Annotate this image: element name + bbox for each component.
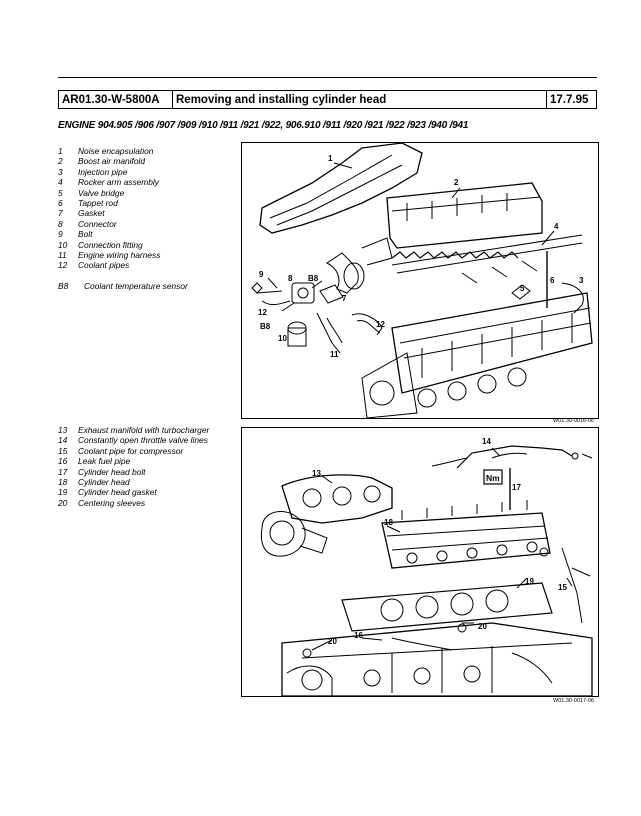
callout-7: 7 (342, 294, 347, 303)
boost-air-manifold-shape (386, 182, 543, 249)
noise-encapsulation-shape (259, 143, 423, 234)
callout-17: 17 (512, 483, 521, 492)
figure-exploded-lower: 13 14 15 16 17 18 19 20 20 Nm (241, 427, 599, 697)
callout-16: 16 (354, 631, 363, 640)
callout-15: 15 (558, 583, 567, 592)
figure-2-drawing: 13 14 15 16 17 18 19 20 20 Nm (260, 437, 593, 696)
document-title: Removing and installing cylinder head (173, 91, 547, 108)
exhaust-manifold-shape (281, 474, 393, 524)
callout-4: 4 (554, 222, 559, 231)
callout-9: 9 (259, 270, 264, 279)
cylinder-head-shape (381, 512, 551, 569)
figure-exploded-upper: 1 2 3 4 5 6 7 8 9 10 11 12 12 B8 B8 (241, 142, 599, 419)
callout-10: 10 (278, 334, 287, 343)
engine-block-base-shape (281, 622, 593, 696)
callout-3: 3 (579, 276, 584, 285)
callout-8: 8 (288, 274, 293, 283)
callout-b8a: B8 (308, 274, 319, 283)
document-date: 17.7.95 (550, 93, 589, 106)
throttle-lines-shape (456, 445, 573, 469)
callout-12b: 12 (376, 320, 385, 329)
document-header: AR01.30-W-5800A Removing and installing … (58, 90, 597, 109)
callout-12a: 12 (258, 308, 267, 317)
engine-models-line: ENGINE 904.905 /906 /907 /909 /910 /911 … (58, 120, 469, 131)
top-rule (58, 77, 597, 78)
figure-1-id: W01.30-0016-06 (553, 418, 594, 424)
callout-11: 11 (330, 350, 339, 359)
callout-20a: 20 (478, 622, 487, 631)
callout-1: 1 (328, 154, 333, 163)
head-gasket-shape (341, 582, 553, 632)
callout-13: 13 (312, 469, 321, 478)
callout-6: 6 (550, 276, 555, 285)
engine-block-shape (391, 292, 593, 394)
figure-1-drawing: 1 2 3 4 5 6 7 8 9 10 11 12 12 B8 B8 (251, 143, 593, 418)
callout-14: 14 (482, 437, 491, 446)
callout-b8b: B8 (260, 322, 271, 331)
callout-18: 18 (384, 518, 393, 527)
document-id: AR01.30-W-5800A (59, 91, 173, 108)
rocker-arm-row-shape (391, 251, 519, 259)
callout-5: 5 (520, 284, 525, 293)
callout-2: 2 (454, 178, 459, 187)
torque-badge-box (483, 469, 503, 485)
torque-badge-label: Nm (486, 473, 500, 483)
callout-19: 19 (525, 577, 534, 586)
callout-20b: 20 (328, 637, 337, 646)
figure-2-id: W01.30-0017-06 (553, 698, 594, 704)
